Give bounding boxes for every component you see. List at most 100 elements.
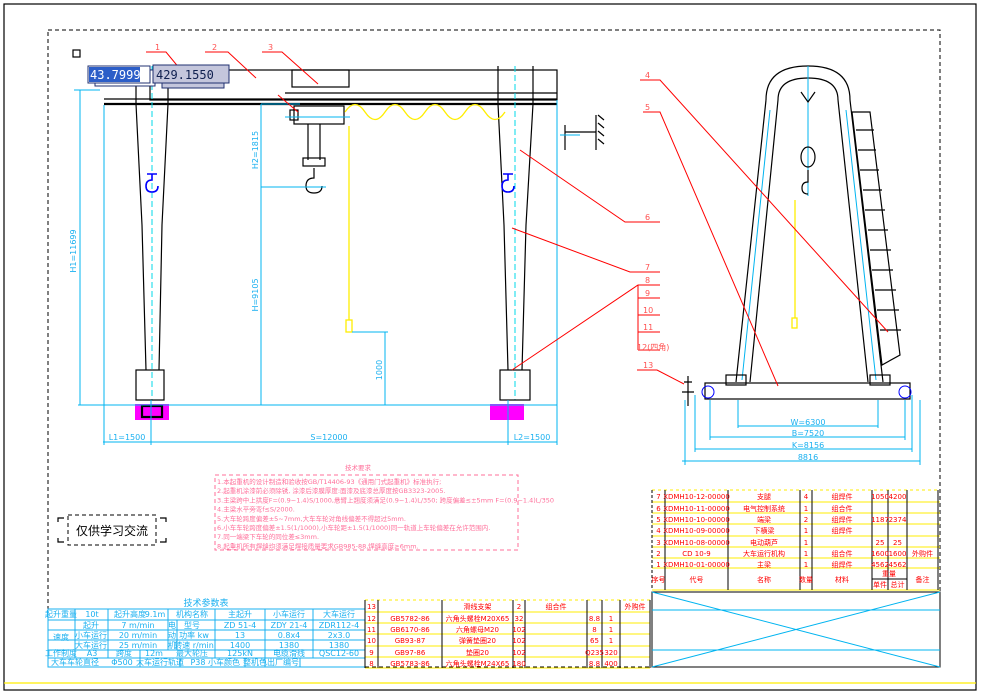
params-cell: 12m — [145, 649, 163, 658]
left-leg — [135, 66, 169, 401]
bom-cell: 1 — [609, 626, 613, 634]
part-label: 13 — [643, 361, 653, 370]
part-label: 12(四角) — [637, 342, 669, 352]
dim-b1: B=7520 — [792, 429, 825, 438]
bom-cell: 电动葫芦 — [750, 538, 778, 547]
bom-cell: 1187 — [871, 516, 889, 524]
bom-cell: 1 — [609, 615, 613, 623]
bom-header: 备注 — [916, 575, 930, 584]
bom-cell: 1600 — [889, 550, 907, 558]
bom-cell: 组焊件 — [832, 515, 853, 524]
bom-cell: 下横梁 — [754, 526, 775, 535]
params-cell: P38 — [190, 658, 205, 667]
bom-cell: XDMH10-12-00000 — [663, 493, 730, 501]
params-cell: 整机色 — [243, 657, 267, 667]
part-label: 10 — [643, 306, 653, 315]
part-label: 11 — [643, 323, 653, 332]
params-cell: 速度 — [53, 632, 69, 642]
params-cell: 25 m/min — [119, 641, 157, 650]
bom-cell: 12 — [367, 615, 376, 623]
part-label: 8 — [645, 276, 650, 285]
params-cell: 功率 kw — [179, 630, 209, 640]
params-cell: 13 — [235, 631, 245, 640]
electric-hoist — [285, 103, 506, 333]
bom-cell: GB93-87 — [395, 637, 426, 645]
tech-req-line: 1.本起重机的设计制造和验收按GB/T14406-93《通用门式起重机》标准执行… — [217, 477, 441, 486]
bom-cell: 8 — [592, 626, 596, 634]
params-cell: 工作制度 — [45, 648, 77, 658]
coordinate-tooltip[interactable]: 43.7999 429.1550 — [87, 64, 230, 89]
title-block — [651, 591, 941, 668]
params-cell: ZDY 21-4 — [271, 621, 308, 630]
bom-cell: GB6170-86 — [390, 626, 430, 634]
params-cell: 1380 — [279, 641, 299, 650]
bom-cell: 1 — [804, 550, 808, 558]
params-cell: 9.1m — [145, 610, 166, 619]
bom-cell: 5 — [656, 516, 660, 524]
params-cell: 出厂编号 — [267, 657, 299, 667]
params-cell: 电 — [168, 620, 176, 630]
bom-cell: 主梁 — [757, 560, 771, 569]
params-cell: 机构名称 — [176, 609, 208, 619]
bom-cell: 11 — [367, 626, 376, 634]
coord-x-input[interactable]: 43.7999 — [90, 68, 141, 82]
bom-cell: 102 — [512, 637, 525, 645]
params-cell: 最大轮压 — [176, 648, 208, 658]
params-cell: 小车运行 — [273, 609, 305, 619]
params-cell: QSC12-60 — [319, 649, 359, 658]
front-view: H1=11699 H2=1815 H=9105 1000 L1=1500 S=1… — [69, 43, 605, 445]
bom-cell: 组焊件 — [832, 526, 853, 535]
side-view: W=6300 B=7520 K=8156 8816 4 5 6 7 8 9 10… — [511, 65, 921, 465]
params-cell: 主起升 — [228, 609, 252, 619]
dim-hook-low: 1000 — [375, 360, 384, 380]
params-cell: 125kN — [227, 649, 253, 658]
tech-req-line: 7.同一端梁下车轮的同位差≤3mm. — [217, 532, 319, 541]
dim-l1: L1=1500 — [109, 433, 146, 442]
dim-h2: H2=1815 — [251, 131, 260, 169]
part-label: 6 — [645, 213, 650, 222]
bom-cell: 4 — [656, 527, 661, 535]
bom-cell: 3 — [656, 539, 660, 547]
bom-cell: 320 — [604, 649, 617, 657]
bom-cell: 10 — [367, 637, 376, 645]
bom-header: 总计 — [891, 580, 905, 589]
tech-req-line: 8.起重机所有焊缝均须满足焊接质量要求GB985-88,焊缝高度≥6mm. — [217, 541, 419, 550]
hook-icon — [305, 168, 323, 194]
bom-cell: GB97-86 — [395, 649, 426, 657]
watermark-box: 仅供学习交流 — [57, 514, 167, 546]
bom-cell: 滑线支架 — [464, 602, 492, 611]
hook-icon — [501, 173, 515, 193]
params-cell: 动 — [168, 630, 176, 640]
params-cell: 10t — [85, 610, 98, 619]
params-cell: 转速 r/min — [174, 640, 214, 650]
bom-header: 名称 — [757, 575, 771, 584]
tech-req-title: 技术要求 — [345, 463, 372, 472]
params-cell: 1400 — [230, 641, 250, 650]
coord-y-input[interactable]: 429.1550 — [156, 68, 214, 82]
bom-cell: 2374 — [889, 516, 907, 524]
bom-cell: 4200 — [889, 493, 907, 501]
bom-cell: 400 — [604, 660, 617, 668]
drawing-frame — [3, 3, 977, 691]
bom-cell: 1 — [804, 527, 808, 535]
bom-cell: 6 — [656, 505, 661, 513]
part-label: 5 — [645, 103, 650, 112]
bom-cell: GB5783-86 — [390, 660, 430, 668]
params-cell: 机 — [168, 640, 176, 650]
watermark-text: 仅供学习交流 — [76, 523, 148, 538]
bom-cell: 4562 — [889, 561, 907, 569]
bom-cell: 1600 — [871, 550, 889, 558]
params-cell: 0.8x4 — [278, 631, 301, 640]
dim-b2: K=8156 — [792, 441, 824, 450]
bom-cell: 4 — [804, 493, 809, 501]
bom-cell: XDMH10-10-00000 — [663, 516, 730, 524]
tech-req-line: 3.主梁跨中上拱度F=(0.9~1.4)S/1000,悬臂上翘度须满足(0.9~… — [217, 495, 554, 504]
params-cell: 起升 — [83, 621, 99, 630]
params-cell: 跨度 — [116, 648, 132, 658]
dim-h1: H1=11699 — [69, 229, 78, 272]
bom-cell: 180 — [512, 660, 525, 668]
dim-total: 8816 — [798, 453, 818, 462]
bom-cell: 1050 — [871, 493, 889, 501]
